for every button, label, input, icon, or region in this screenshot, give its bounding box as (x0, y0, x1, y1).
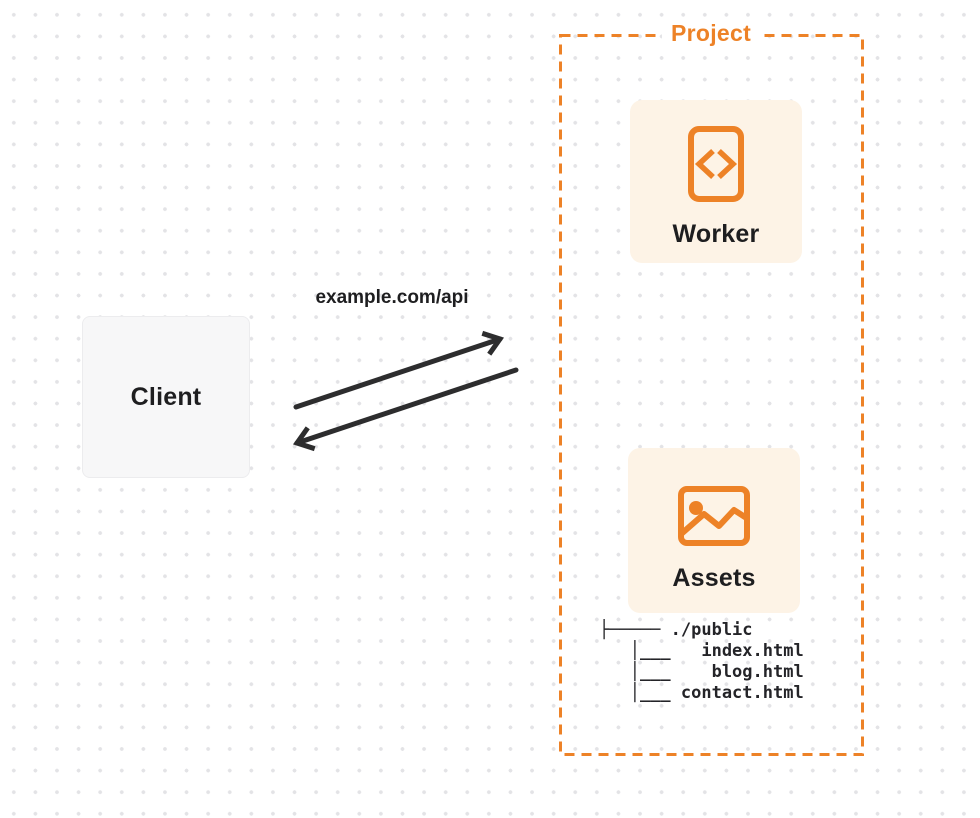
worker-label: Worker (672, 220, 760, 248)
request-arrow (293, 330, 505, 410)
image-icon (678, 486, 750, 546)
route-label: example.com/api (315, 287, 469, 308)
code-document-icon (688, 126, 744, 202)
client-node: Client (82, 316, 250, 478)
assets-label: Assets (672, 564, 756, 592)
assets-node: Assets (628, 448, 800, 613)
worker-node: Worker (630, 100, 802, 263)
project-group-label: Project (661, 20, 761, 47)
response-arrow (292, 367, 519, 452)
assets-file-tree: ├───── ./public │___ index.html │___ blo… (599, 620, 804, 703)
client-label: Client (130, 382, 202, 411)
